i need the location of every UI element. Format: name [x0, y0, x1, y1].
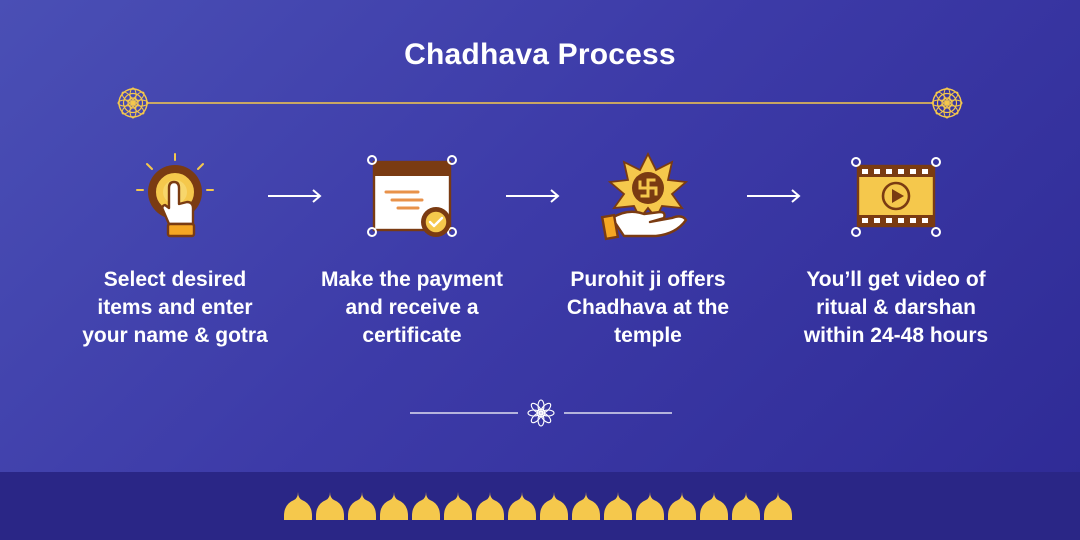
temple-dome-icon	[764, 492, 792, 520]
offering-hand-icon	[600, 152, 689, 241]
step-3-text: Purohit ji offers Chadhava at the temple	[566, 268, 730, 347]
temple-dome-icon	[572, 492, 600, 520]
video-film-icon	[851, 157, 941, 237]
temple-dome-icon	[316, 492, 344, 520]
temple-dome-icon	[444, 492, 472, 520]
step-2-text: Make the payment and receive a certifica…	[320, 268, 504, 347]
temple-dome-icon	[476, 492, 504, 520]
top-divider	[117, 87, 963, 119]
hand-tap-icon	[136, 153, 214, 238]
page-title: Chadhava Process	[404, 38, 676, 71]
temple-dome-icon	[284, 492, 312, 520]
temple-dome-icon	[348, 492, 376, 520]
mandala-flower-icon	[931, 87, 963, 119]
temple-dome-icon	[380, 492, 408, 520]
arrow-right-icon	[506, 189, 560, 203]
temple-domes-border	[284, 492, 792, 520]
arrow-right-icon	[268, 189, 322, 203]
footer-band	[0, 472, 1080, 540]
arrow-right-icon	[747, 189, 801, 203]
certificate-icon	[367, 155, 457, 237]
temple-dome-icon	[412, 492, 440, 520]
temple-dome-icon	[732, 492, 760, 520]
mandala-flower-icon	[117, 87, 149, 119]
bottom-divider	[410, 399, 672, 427]
step-4-text: You’ll get video of ritual & darshan wit…	[803, 268, 989, 347]
step-1-text: Select desired items and enter your name…	[82, 268, 268, 347]
temple-dome-icon	[668, 492, 696, 520]
temple-dome-icon	[604, 492, 632, 520]
temple-dome-icon	[540, 492, 568, 520]
mandala-flower-icon	[527, 399, 555, 427]
temple-dome-icon	[508, 492, 536, 520]
temple-dome-icon	[636, 492, 664, 520]
temple-dome-icon	[700, 492, 728, 520]
